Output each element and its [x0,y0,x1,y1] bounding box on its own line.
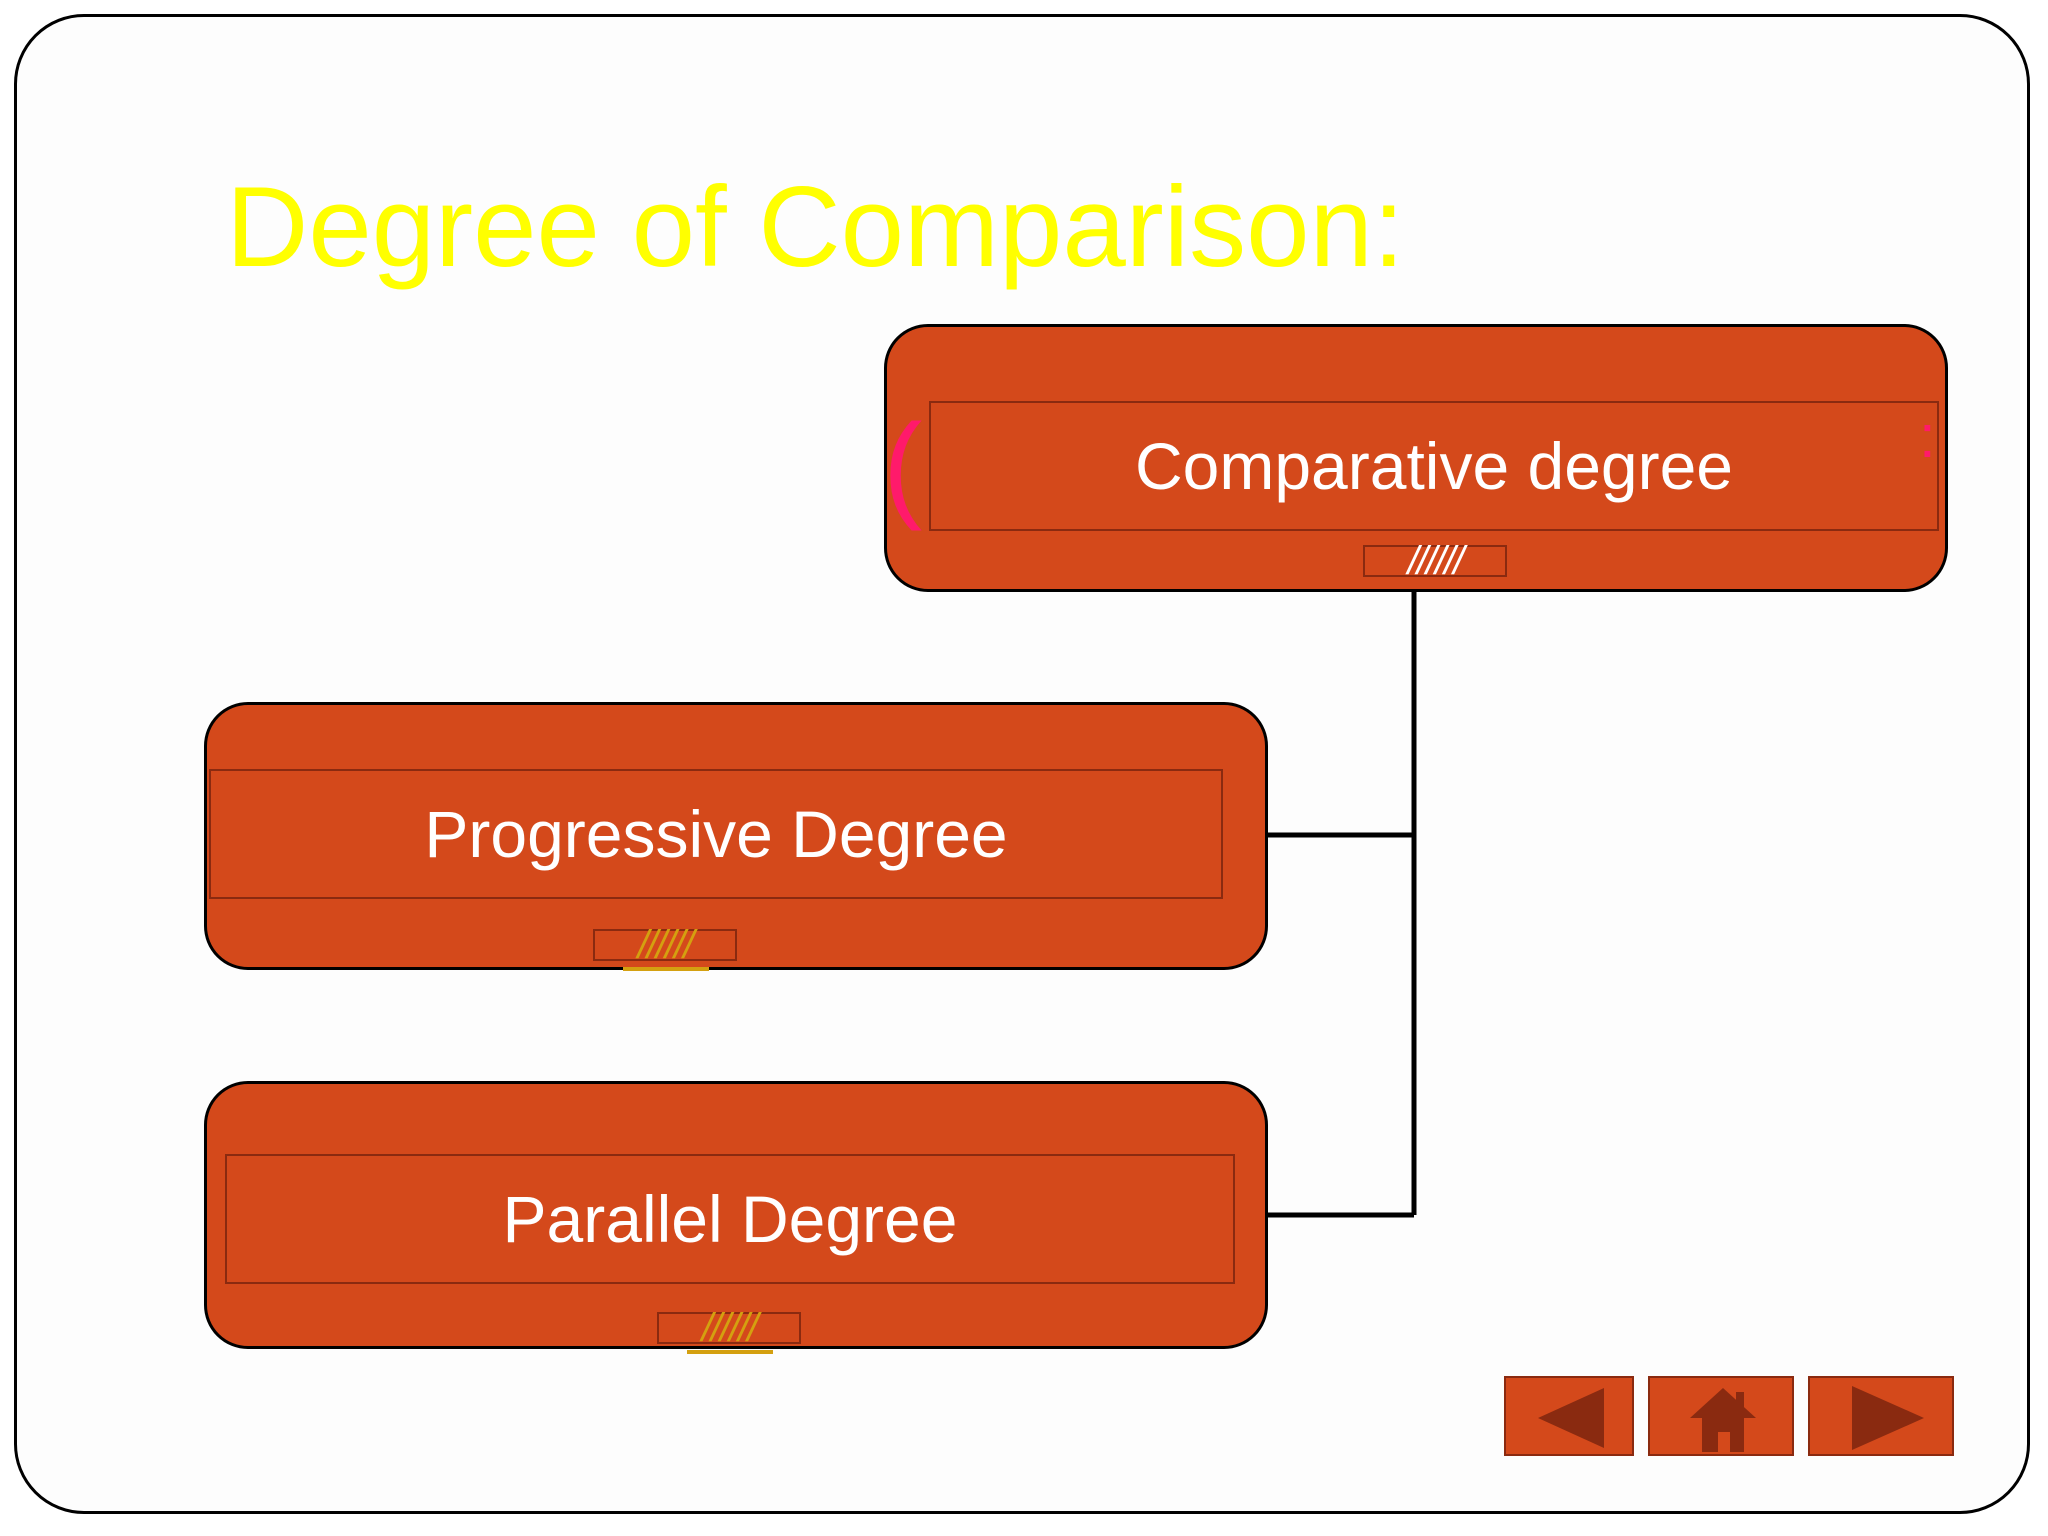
root-label-box: Comparative degree [929,401,1939,531]
marker-underline [687,1350,773,1354]
previous-button[interactable] [1504,1376,1634,1456]
child-marker-parallel: ////// [657,1308,801,1348]
ghost-letter-right: : [1919,403,1936,470]
child-label-progressive: Progressive Degree [424,797,1008,871]
next-button[interactable] [1808,1376,1954,1456]
child-marker-progressive: ////// [593,925,737,965]
slide-title: Degree of Comparison: [226,164,1405,291]
root-node[interactable]: ( : Comparative degree ////// [883,324,1948,592]
home-icon [1690,1388,1756,1452]
home-button[interactable] [1648,1376,1794,1456]
triangle-left-icon [1538,1388,1604,1448]
child-label-parallel: Parallel Degree [502,1182,958,1256]
marker-underline [623,967,709,971]
ghost-letter-left: ( [883,400,923,532]
child-label-box: Parallel Degree [225,1154,1235,1284]
root-marker: ////// [1363,541,1507,581]
root-label: Comparative degree [1135,429,1733,503]
child-node-progressive[interactable]: Progressive Degree ////// [204,702,1268,971]
child-label-box: Progressive Degree [209,769,1223,899]
child-node-parallel[interactable]: Parallel Degree ////// [204,1081,1268,1354]
triangle-right-icon [1852,1386,1924,1450]
